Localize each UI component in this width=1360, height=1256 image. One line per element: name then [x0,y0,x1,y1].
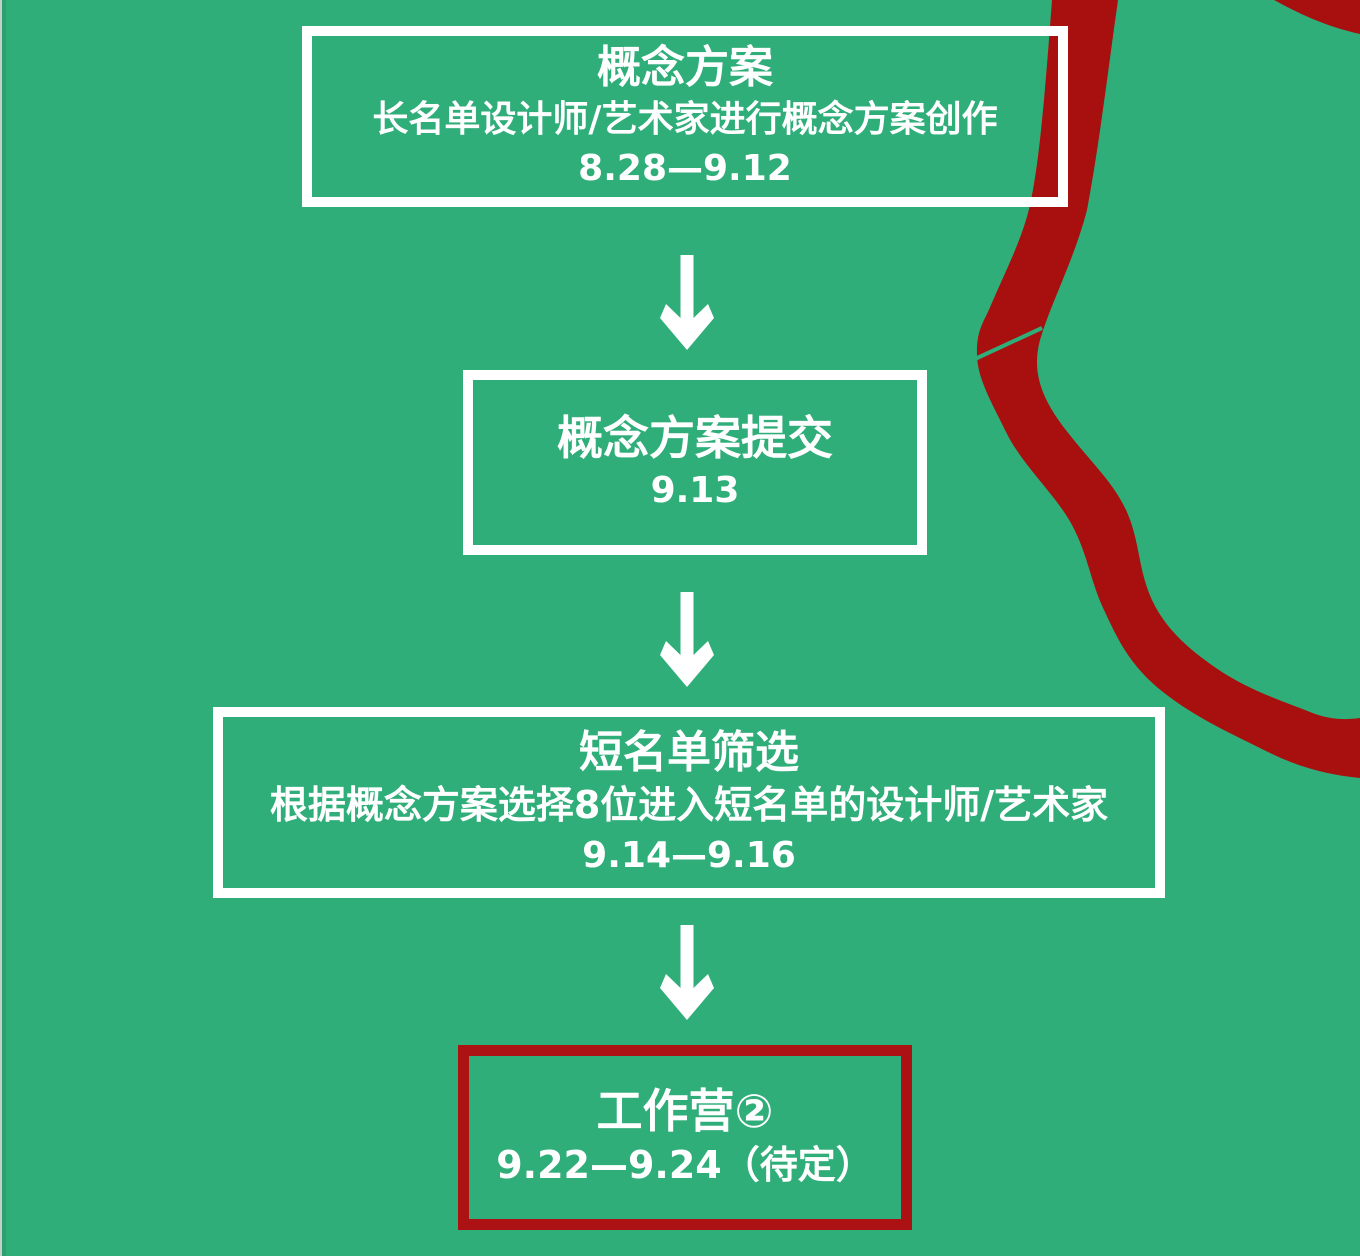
step-date: 9.22—9.24（待定） [496,1142,874,1187]
step-description: 长名单设计师/艺术家进行概念方案创作 [372,99,998,141]
step-title: 工作营② [596,1084,774,1139]
step-title: 概念方案提交 [557,410,833,465]
left-edge-shade [2,0,6,1256]
river-band-shape [976,0,1360,778]
down-arrow-icon [660,925,714,1020]
ribbon-seam-line [974,326,1043,361]
corner-ribbon-sliver [1274,0,1360,34]
flow-step-workshop-2: 工作营② 9.22—9.24（待定） [458,1045,912,1230]
step-date: 9.14—9.16 [582,834,796,876]
down-arrow-icon [660,592,714,687]
flow-step-shortlist-selection: 短名单筛选 根据概念方案选择8位进入短名单的设计师/艺术家 9.14—9.16 [213,707,1165,898]
flow-step-concept-submission: 概念方案提交 9.13 [463,370,927,555]
step-title: 概念方案 [597,42,773,94]
step-date: 9.13 [650,470,740,512]
step-description: 根据概念方案选择8位进入短名单的设计师/艺术家 [269,783,1109,828]
step-title: 短名单筛选 [579,726,799,778]
left-edge-highlight [0,0,2,1256]
down-arrow-icon [660,255,714,350]
step-date: 8.28—9.12 [578,147,792,189]
flow-step-concept-creation: 概念方案 长名单设计师/艺术家进行概念方案创作 8.28—9.12 [302,26,1068,207]
